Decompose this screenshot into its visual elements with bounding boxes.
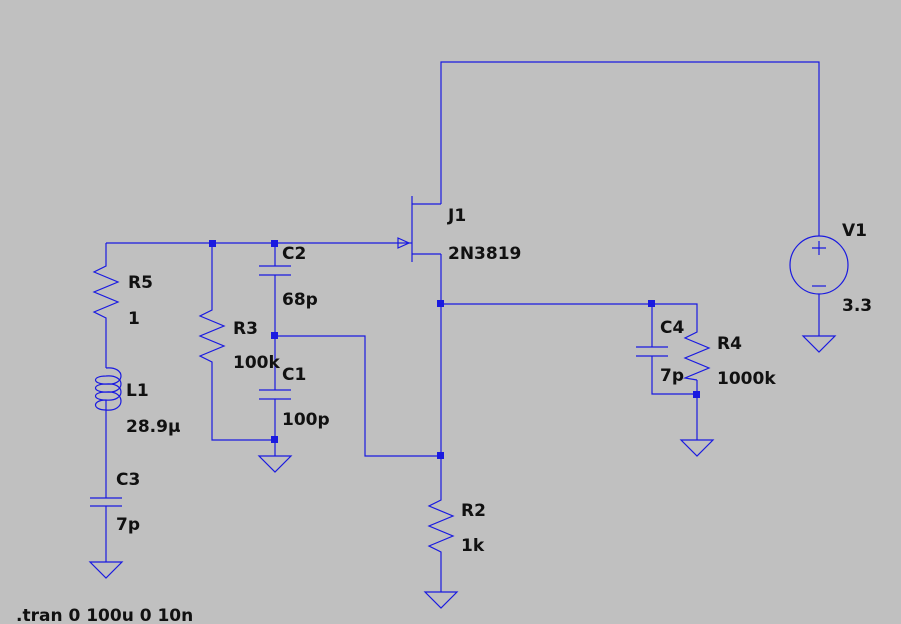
v1-value: 3.3 — [842, 296, 872, 316]
wires — [105, 61, 820, 592]
c4-value: 7p — [660, 366, 684, 386]
capacitor-c3[interactable]: C3 7p — [90, 470, 140, 535]
j1-value: 2N3819 — [448, 244, 521, 264]
capacitor-c2[interactable]: C2 68p — [259, 244, 318, 310]
r2-value: 1k — [461, 536, 485, 556]
l1-name: L1 — [126, 381, 149, 401]
c3-name: C3 — [116, 470, 140, 490]
junctions — [209, 240, 700, 459]
c1-name: C1 — [282, 365, 306, 385]
ground-icon — [257, 455, 293, 473]
r2-name: R2 — [461, 501, 486, 521]
r5-value: 1 — [128, 309, 140, 329]
ground-icon — [88, 561, 124, 579]
r3-value: 100k — [233, 353, 280, 373]
r4-name: R4 — [717, 334, 742, 354]
ground-icon — [679, 439, 715, 457]
resistor-r3[interactable]: R3 100k — [198, 302, 280, 373]
r3-name: R3 — [233, 319, 258, 339]
c2-value: 68p — [282, 290, 318, 310]
j1-name: J1 — [447, 206, 466, 226]
ground-icon — [801, 335, 837, 353]
resistor-r2[interactable]: R2 1k — [427, 490, 486, 558]
v1-name: V1 — [842, 221, 867, 241]
l1-value: 28.9µ — [126, 417, 180, 437]
resistor-r5[interactable]: R5 1 — [92, 258, 153, 329]
capacitor-c4[interactable]: C4 7p — [636, 318, 684, 386]
c3-value: 7p — [116, 515, 140, 535]
resistor-r4[interactable]: R4 1000k — [682, 324, 776, 389]
voltage-source-v1[interactable]: V1 3.3 — [789, 221, 872, 316]
c4-name: C4 — [660, 318, 684, 338]
c1-value: 100p — [282, 410, 330, 430]
r4-value: 1000k — [717, 369, 776, 389]
capacitor-c1[interactable]: C1 100p — [259, 365, 330, 430]
spice-directive[interactable]: .tran 0 100u 0 10n — [16, 606, 193, 624]
jfet-j1[interactable]: J1 2N3819 — [397, 196, 521, 264]
inductor-l1[interactable]: L1 28.9µ — [94, 367, 181, 437]
ground-icon — [423, 591, 459, 609]
c2-name: C2 — [282, 244, 306, 264]
r5-name: R5 — [128, 273, 153, 293]
